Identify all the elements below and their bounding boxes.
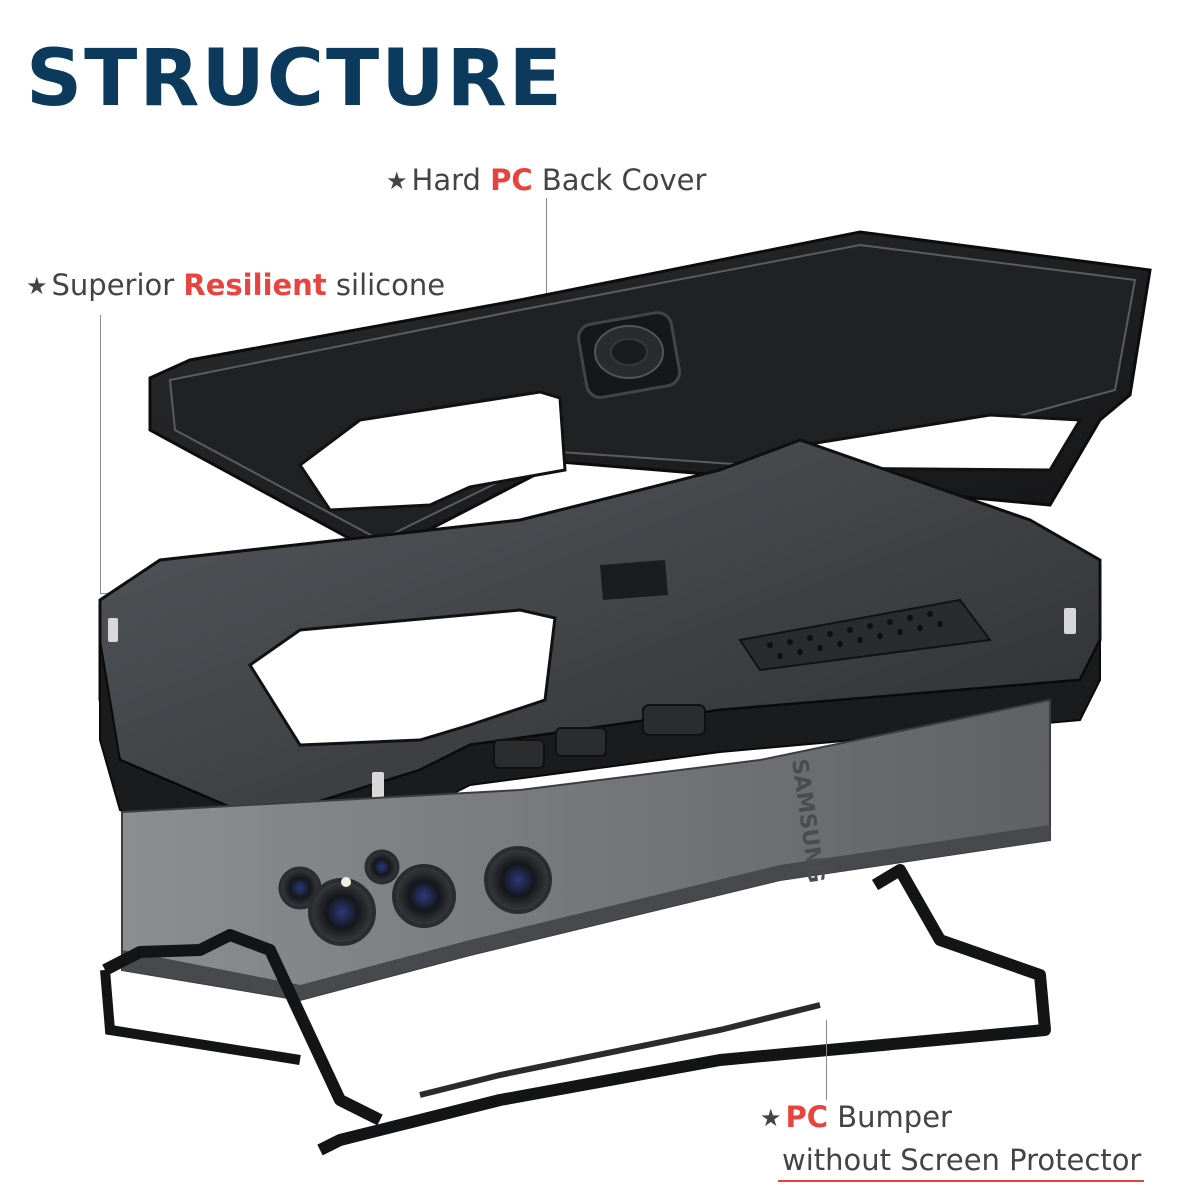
leader-line-silicone — [100, 315, 101, 593]
star-icon: ★ — [26, 272, 48, 300]
callout-back-cover-highlight: PC — [490, 163, 533, 197]
callout-bumper: ★PC Bumper — [760, 1100, 952, 1134]
callout-bumper-line2: without Screen Protector — [782, 1143, 1142, 1177]
callout-bumper-highlight: PC — [785, 1100, 829, 1134]
leader-line-back-cover — [546, 198, 547, 318]
callout-back-cover-post: Back Cover — [532, 163, 707, 197]
page-title: STRUCTURE — [26, 34, 564, 124]
leader-line-bumper — [826, 1020, 827, 1100]
callout-silicone-pre: Superior — [51, 268, 184, 302]
star-icon: ★ — [760, 1104, 782, 1132]
callout-back-cover-pre: Hard — [411, 163, 491, 197]
pc-bumper-part — [100, 864, 1051, 1156]
star-icon: ★ — [386, 167, 408, 195]
callout-bumper-underline — [778, 1180, 1144, 1182]
callout-bumper-post: Bumper — [828, 1100, 952, 1134]
ring-holder — [577, 311, 681, 399]
callout-silicone-post: silicone — [326, 268, 446, 302]
phone-part: SAMSUNG — [121, 698, 1051, 1002]
callout-back-cover: ★Hard PC Back Cover — [386, 163, 706, 197]
callout-silicone-highlight: Resilient — [183, 268, 327, 302]
callout-silicone: ★Superior Resilient silicone — [26, 268, 445, 302]
